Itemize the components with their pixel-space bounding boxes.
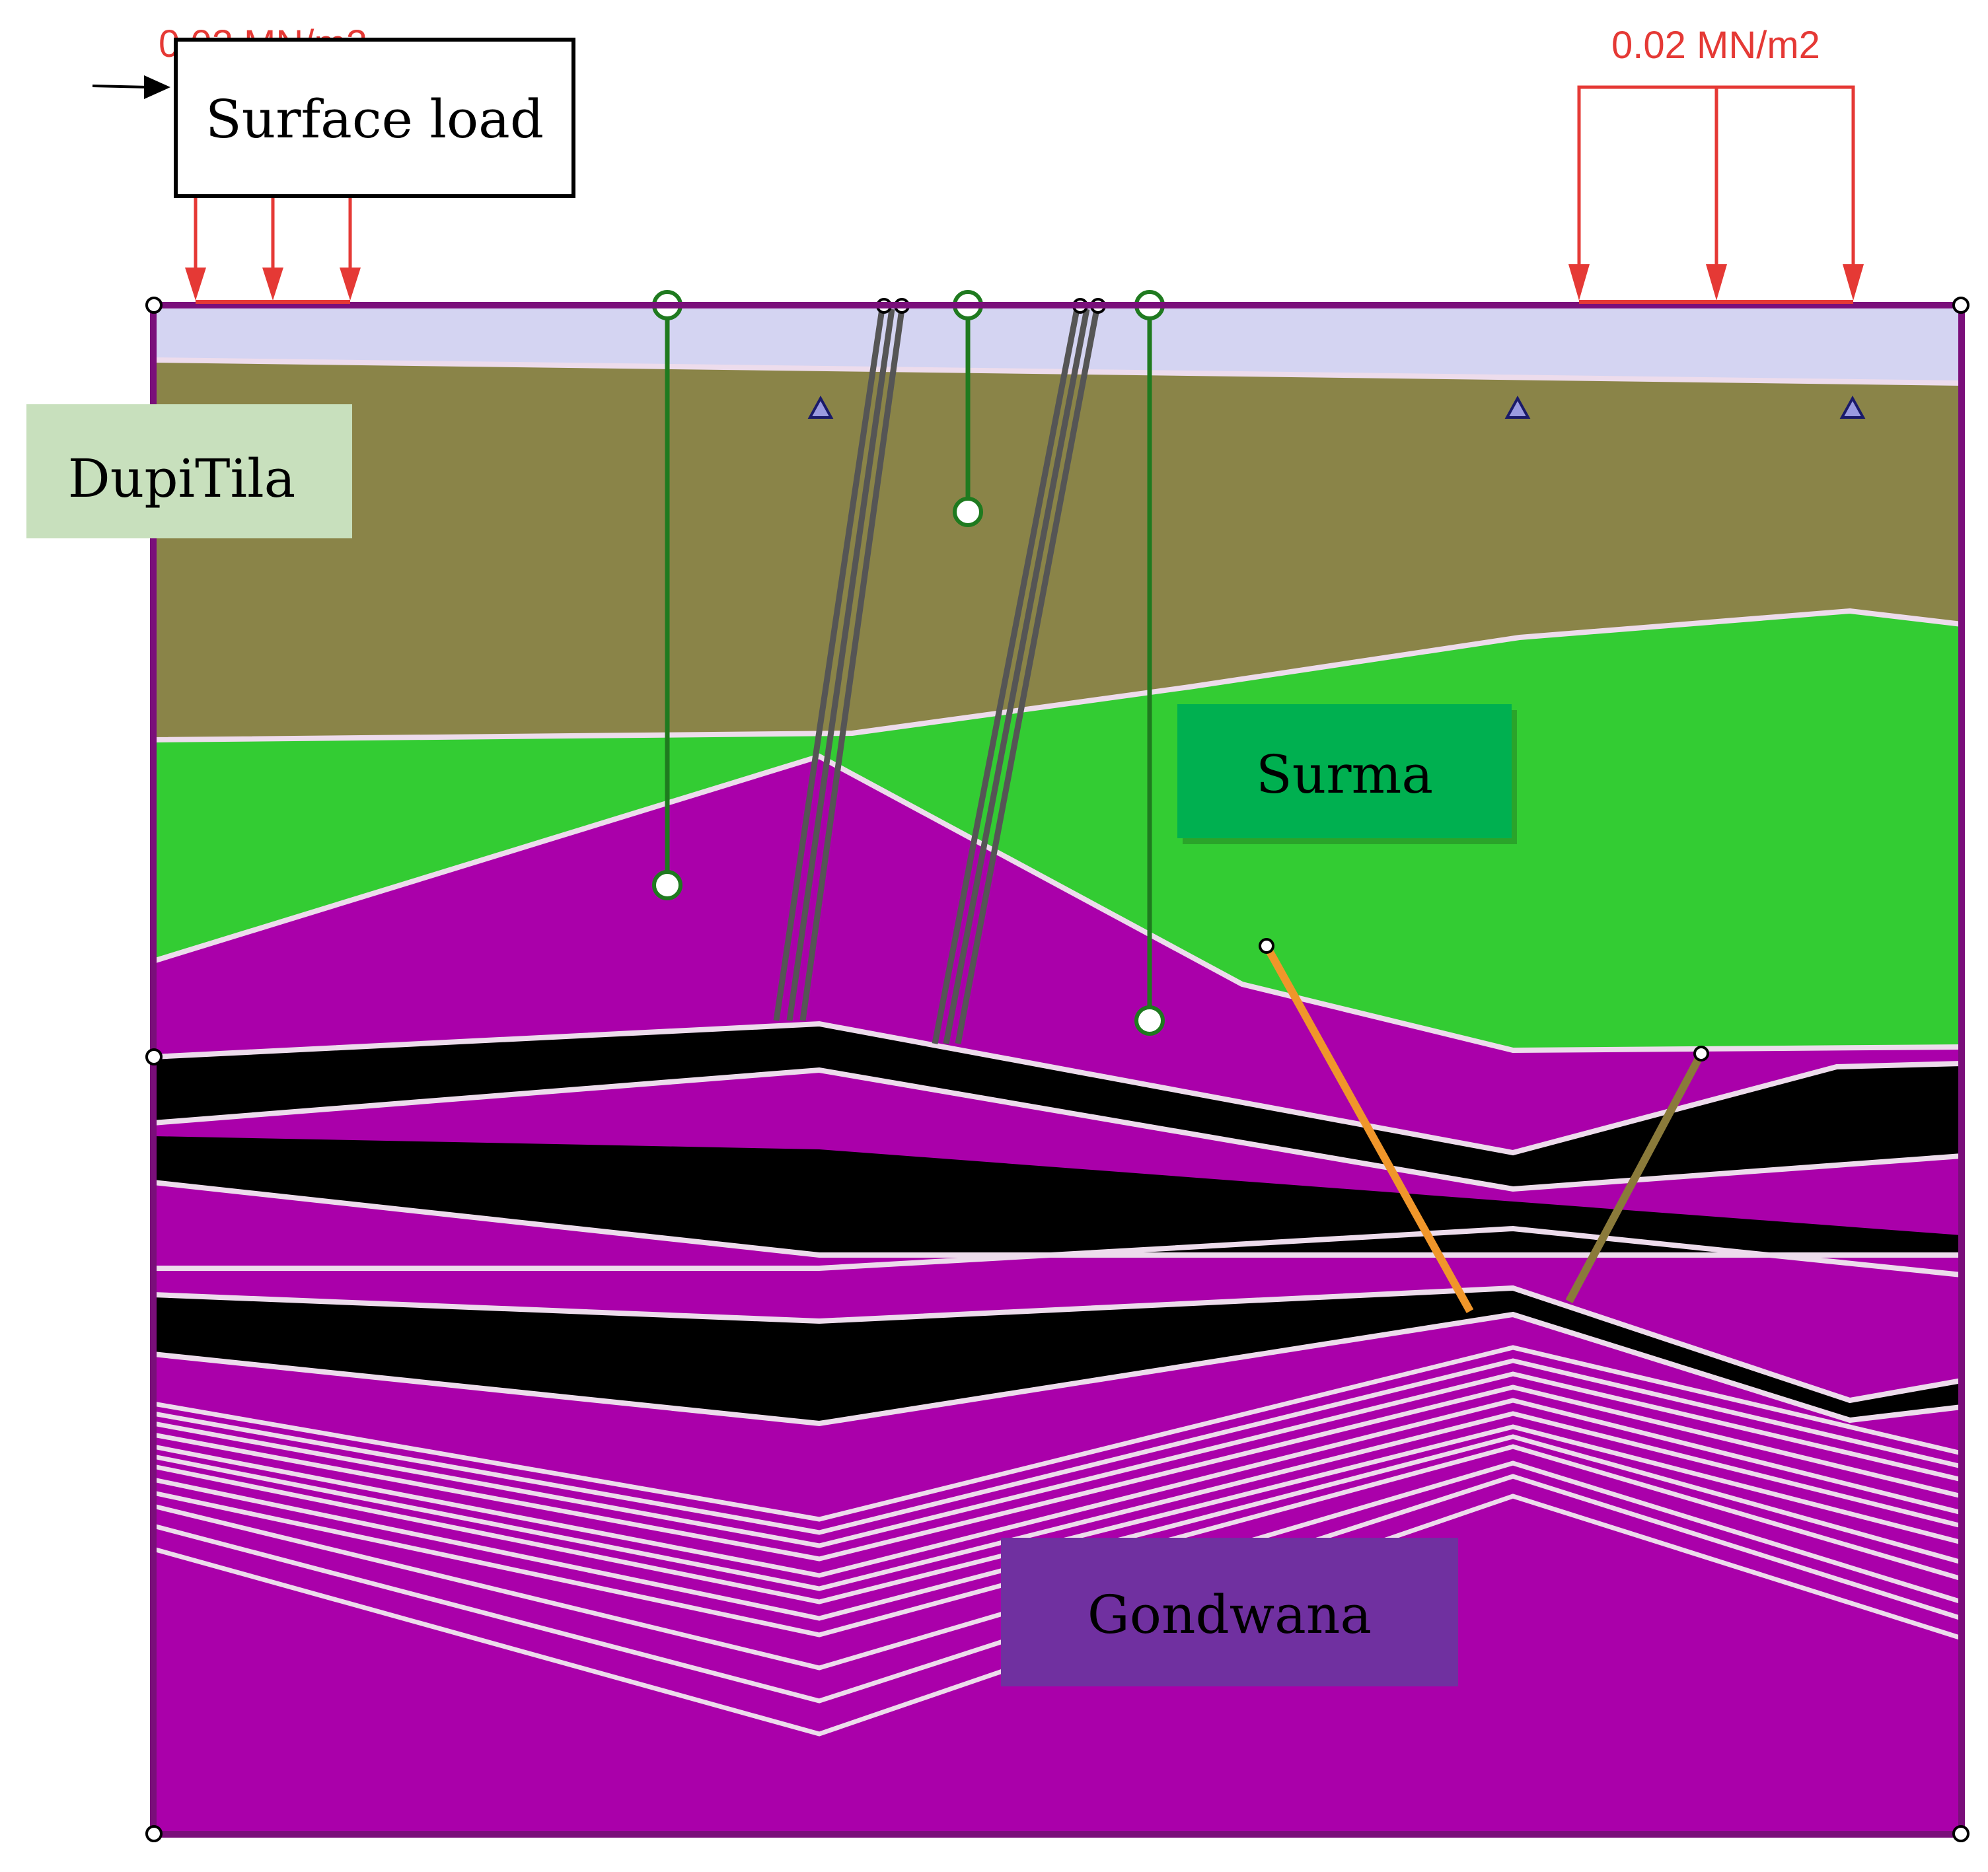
monitor-triangle-icon bbox=[807, 395, 834, 419]
olive-inclined-line bbox=[1565, 1052, 1705, 1303]
boundary-line bbox=[153, 1285, 1962, 1404]
surface-load-callout: Surface load bbox=[92, 38, 575, 198]
load-arrow-down-icon bbox=[1706, 264, 1727, 301]
corner-node bbox=[1952, 297, 1970, 314]
gondwana-label: Gondwana bbox=[1087, 1584, 1372, 1645]
borehole-node bbox=[1134, 1005, 1165, 1036]
surma-label: Surma bbox=[1256, 744, 1433, 805]
layer-boundaries bbox=[152, 357, 1962, 1427]
right-surface-load: 0.02 MN/m2 bbox=[1568, 24, 1864, 304]
orange-inclined-line bbox=[1263, 944, 1474, 1313]
dupitila-layer bbox=[153, 360, 1962, 740]
olive-line-node bbox=[1693, 1046, 1709, 1062]
surface-load-label: Surface load bbox=[205, 89, 544, 150]
surface-load-box bbox=[174, 38, 575, 198]
corner-node bbox=[1952, 1825, 1970, 1842]
borehole-node bbox=[953, 497, 983, 527]
boundary-line bbox=[153, 1067, 1962, 1192]
boundary-line bbox=[153, 608, 1962, 742]
coal-seam-lower bbox=[153, 1288, 1962, 1423]
callout-arrow-shaft bbox=[92, 85, 149, 89]
boundary-line bbox=[153, 1225, 1962, 1278]
monitor-markers bbox=[807, 395, 1866, 419]
monitor-triangle-icon bbox=[1839, 395, 1866, 419]
orange-line-node bbox=[1259, 938, 1274, 954]
boreholes bbox=[652, 290, 1165, 1036]
corner-node bbox=[145, 297, 163, 314]
monitor-triangle-icon bbox=[1504, 395, 1531, 419]
surma-tag-box bbox=[1177, 704, 1512, 838]
fine-layer-line bbox=[153, 1424, 1962, 1604]
load-arrow-down-icon bbox=[1843, 264, 1864, 301]
frame-corner-nodes bbox=[145, 297, 1970, 1842]
fault-trace-line bbox=[773, 308, 885, 1021]
boundary-line bbox=[153, 1180, 1962, 1258]
corner-node bbox=[145, 1825, 163, 1842]
fine-layer-line bbox=[153, 1434, 1962, 1621]
fine-layer-line bbox=[153, 1371, 1962, 1548]
fault-trace-line bbox=[786, 308, 895, 1021]
fault-traces bbox=[773, 308, 1100, 1044]
fine-layer-line bbox=[153, 1385, 1962, 1562]
dupitila-label: DupiTila bbox=[68, 448, 296, 509]
fine-layer-line bbox=[153, 1358, 1962, 1535]
load-arrow-down-icon bbox=[340, 268, 361, 301]
boundary-line bbox=[153, 1311, 1962, 1427]
boundary-line bbox=[153, 1021, 1962, 1156]
load-arrow-down-icon bbox=[262, 268, 283, 301]
load-arrow-down-icon bbox=[1568, 264, 1590, 301]
fine-layer-line bbox=[153, 1411, 1962, 1591]
corner-node bbox=[145, 1048, 163, 1065]
fault-trace-line bbox=[955, 308, 1100, 1044]
borehole-node bbox=[652, 870, 682, 900]
surma-tag: Surma bbox=[1177, 704, 1517, 844]
load-arrow-down-icon bbox=[185, 268, 206, 301]
fine-layer-line bbox=[153, 1398, 1962, 1578]
fine-layer-line bbox=[153, 1345, 1962, 1522]
gondwana-tag-box bbox=[1001, 1538, 1458, 1686]
coal-seam-upper bbox=[153, 1024, 1962, 1189]
model-frame bbox=[150, 302, 1965, 1838]
dupitila-tag: DupiTila bbox=[26, 404, 352, 538]
boundary-line bbox=[152, 753, 1962, 1054]
boundary-line bbox=[153, 357, 1962, 386]
coal-seam-middle bbox=[153, 1136, 1962, 1255]
gondwana-tag: Gondwana bbox=[1001, 1538, 1458, 1686]
callout-arrow-right-icon bbox=[144, 75, 170, 99]
right-load-value: 0.02 MN/m2 bbox=[1611, 24, 1820, 67]
dupitila-tag-box bbox=[26, 404, 352, 538]
fault-trace-line bbox=[943, 308, 1090, 1044]
fault-trace-line bbox=[799, 308, 905, 1021]
fault-trace-line bbox=[932, 308, 1080, 1044]
